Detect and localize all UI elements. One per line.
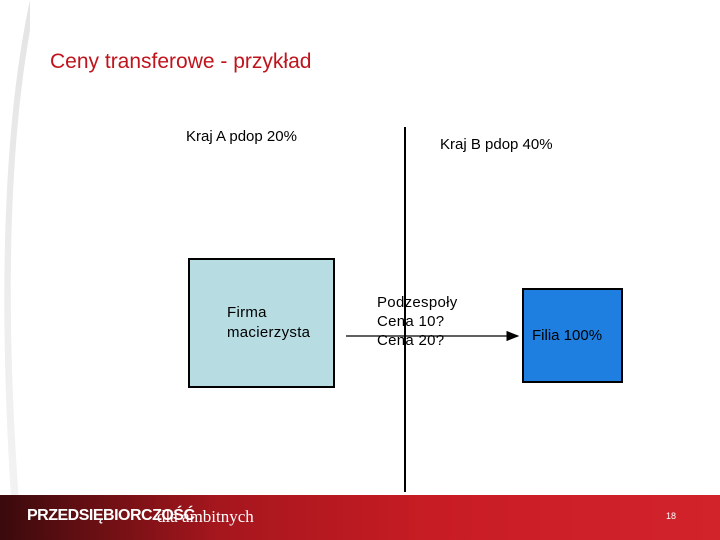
parent-company-box [188, 258, 335, 388]
parent-company-label: Firma macierzysta [227, 304, 311, 341]
decorative-swoosh [4, 0, 30, 540]
footer-brand-tagline: dla ambitnych [157, 507, 254, 526]
price-option-1: Cena 10? [377, 313, 445, 330]
components-label: Podzespoły [377, 294, 458, 311]
subsidiary-label: Filia 100% [532, 327, 603, 344]
page-number: 18 [666, 511, 677, 521]
border-line [404, 127, 406, 492]
footer-brand: PRZEDSIĘBIORCZOŚĆ [27, 507, 195, 524]
country-b-label: Kraj B pdop 40% [440, 136, 553, 153]
country-a-label: Kraj A pdop 20% [186, 128, 297, 145]
footer-bar [0, 495, 720, 540]
subsidiary-box [522, 288, 623, 383]
transfer-label: Podzespoły Cena 10? Cena 20? [377, 293, 507, 350]
slide-title: Ceny transferowe - przykład [50, 50, 312, 73]
price-option-2: Cena 20? [377, 332, 445, 349]
